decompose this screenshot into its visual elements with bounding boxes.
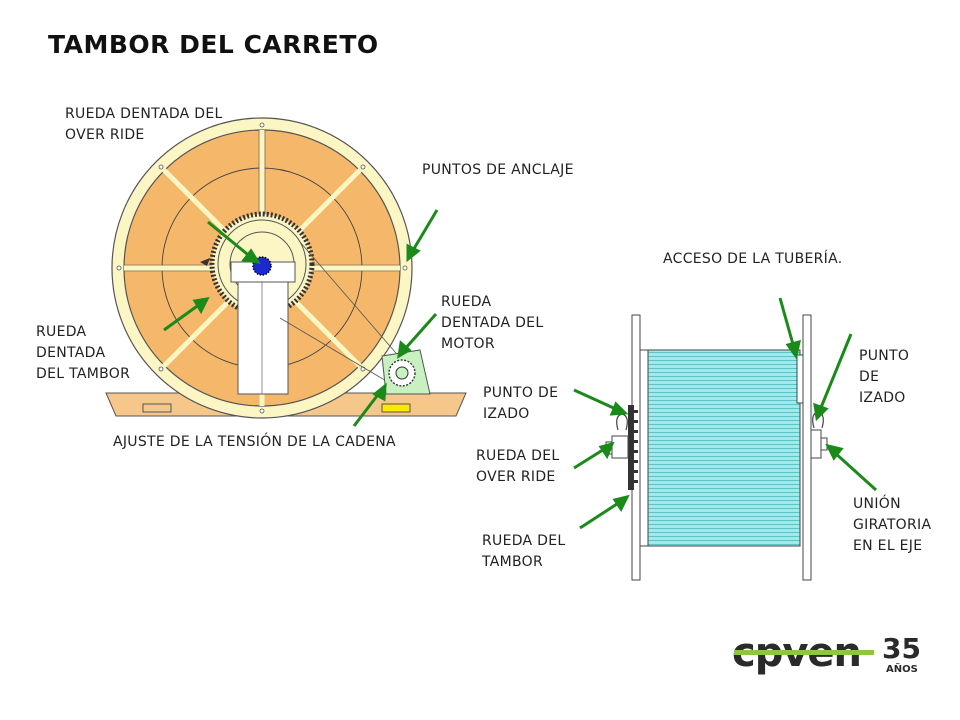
base-pad-left: [142, 403, 172, 413]
label-motor-sprocket: RUEDA DENTADA DEL MOTOR: [441, 294, 544, 352]
label-lift-point-right: PUNTO DE IZADO: [859, 348, 910, 406]
label-anchor-points: PUNTOS DE ANCLAJE: [422, 162, 574, 178]
page-title: TAMBOR DEL CARRETO: [48, 30, 379, 59]
logo-years: 35: [882, 632, 921, 665]
right-flange: [802, 314, 812, 581]
override-wheel-side: [628, 405, 634, 490]
label-pipe-access: ACCESO DE LA TUBERÍA.: [663, 251, 843, 267]
label-swivel-joint: UNIÓN GIRATORIA EN EL EJE: [853, 496, 932, 554]
side-arrows: [573, 297, 878, 530]
label-override-wheel: RUEDA DEL OVER RIDE: [476, 448, 560, 485]
lift-shackle-left: [616, 413, 628, 431]
support-pedestal: [237, 269, 289, 395]
base-pad-right: [381, 403, 411, 413]
logo-years-label: AÑOS: [886, 662, 918, 675]
cpven-logo: cpven 35 AÑOS: [732, 630, 921, 676]
label-lift-point-left: PUNTO DE IZADO: [483, 385, 559, 422]
front-arrows: [163, 209, 439, 427]
rim-bolts: [116, 122, 408, 414]
front-view: [105, 117, 467, 419]
label-drum-sprocket: RUEDA DENTADA DEL TAMBOR: [36, 324, 131, 382]
label-override-sprocket: RUEDA DENTADA DEL OVER RIDE: [65, 106, 223, 143]
label-chain-tension: AJUSTE DE LA TENSIÓN DE LA CADENA: [113, 434, 396, 450]
chain-upper: [299, 241, 403, 361]
label-drum-wheel: RUEDA DEL TAMBOR: [482, 533, 566, 570]
chain-lower: [279, 317, 399, 389]
cable-drum: [647, 349, 801, 547]
